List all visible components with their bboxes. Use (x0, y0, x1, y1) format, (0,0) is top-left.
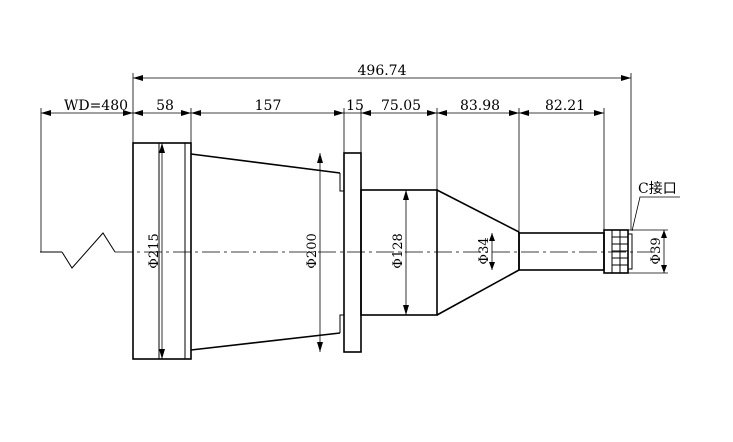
seg5-label: 83.98 (460, 98, 500, 114)
mid-flange (343, 152, 362, 353)
taper-top (436, 189, 520, 233)
diameter-128-label: Φ128 (391, 233, 406, 268)
cone-bottom (190, 332, 341, 351)
centre-line (40, 232, 660, 269)
diameter-215-label: Φ215 (147, 233, 162, 268)
diameter-39-label: Φ39 (649, 237, 664, 264)
seg3-label: 15 (346, 98, 364, 114)
overall-length-label: 496.74 (358, 63, 407, 79)
c-mount-callout: C接口 (631, 180, 680, 232)
diameter-200-label: Φ200 (305, 233, 320, 268)
seg4-label: 75.05 (381, 98, 421, 114)
seg6-label: 82.21 (545, 98, 585, 114)
rear-tube (518, 232, 605, 271)
barrel (360, 189, 438, 316)
c-mount (603, 229, 633, 274)
cone-top (190, 153, 341, 174)
break-line (61, 232, 116, 269)
diameter-34-label: Φ34 (477, 237, 492, 264)
diameter-dimensions: Φ215 Φ200 Φ128 Φ34 Φ39 (147, 143, 668, 359)
extension-lines (40, 73, 632, 252)
overall-dimension: 496.74 (133, 63, 631, 81)
wd-label: WD=480 (64, 98, 128, 114)
segment-dimensions: WD=480 58 157 15 75.05 83.98 82.21 (41, 98, 604, 116)
seg2-label: 157 (255, 98, 282, 114)
c-mount-label: C接口 (638, 180, 677, 197)
seg1-label: 58 (156, 98, 174, 114)
lens-body (132, 142, 633, 360)
taper-bottom (436, 269, 520, 316)
